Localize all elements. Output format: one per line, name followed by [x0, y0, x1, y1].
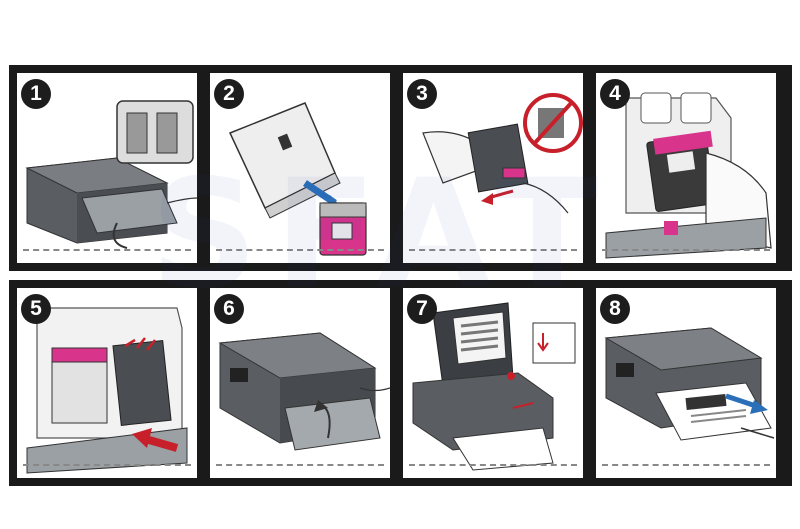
dashed-divider: [23, 249, 191, 251]
step-number-badge: 6: [214, 294, 244, 324]
close-printer-door-illustration: [218, 332, 390, 451]
instruction-strip-bottom: 5 6 7: [9, 280, 792, 486]
step-number-badge: 7: [407, 294, 437, 324]
dashed-divider: [216, 249, 384, 251]
step-panel-6: 6: [210, 288, 390, 478]
step-number-badge: 3: [407, 79, 437, 109]
printer-open-door-illustration: [25, 100, 197, 249]
step-number-badge: 5: [21, 294, 51, 324]
step-number-badge: 2: [214, 79, 244, 109]
remove-tape-illustration: [422, 93, 583, 214]
printed-page-output-illustration: [604, 327, 775, 441]
step-panel-8: 8: [596, 288, 776, 478]
insert-black-cartridge-illustration: [26, 307, 188, 474]
step-panel-1: 1: [17, 73, 197, 263]
dashed-divider: [23, 464, 191, 466]
step-panel-4: 4: [596, 73, 776, 263]
dashed-divider: [409, 249, 577, 251]
step-number-badge: 8: [600, 294, 630, 324]
unpack-cartridge-illustration: [228, 102, 367, 256]
dashed-divider: [602, 249, 770, 251]
dashed-divider: [602, 464, 770, 466]
step-panel-3: 3: [403, 73, 583, 263]
print-alignment-page-illustration: [412, 302, 576, 471]
step-panel-7: 7: [403, 288, 583, 478]
step-number-badge: 1: [21, 79, 51, 109]
insert-cartridge-illustration: [605, 92, 772, 259]
dashed-divider: [216, 464, 384, 466]
step-number-badge: 4: [600, 79, 630, 109]
dashed-divider: [409, 464, 577, 466]
instruction-strip-top: 1 2 3: [9, 65, 792, 271]
step-panel-2: 2: [210, 73, 390, 263]
step-panel-5: 5: [17, 288, 197, 478]
